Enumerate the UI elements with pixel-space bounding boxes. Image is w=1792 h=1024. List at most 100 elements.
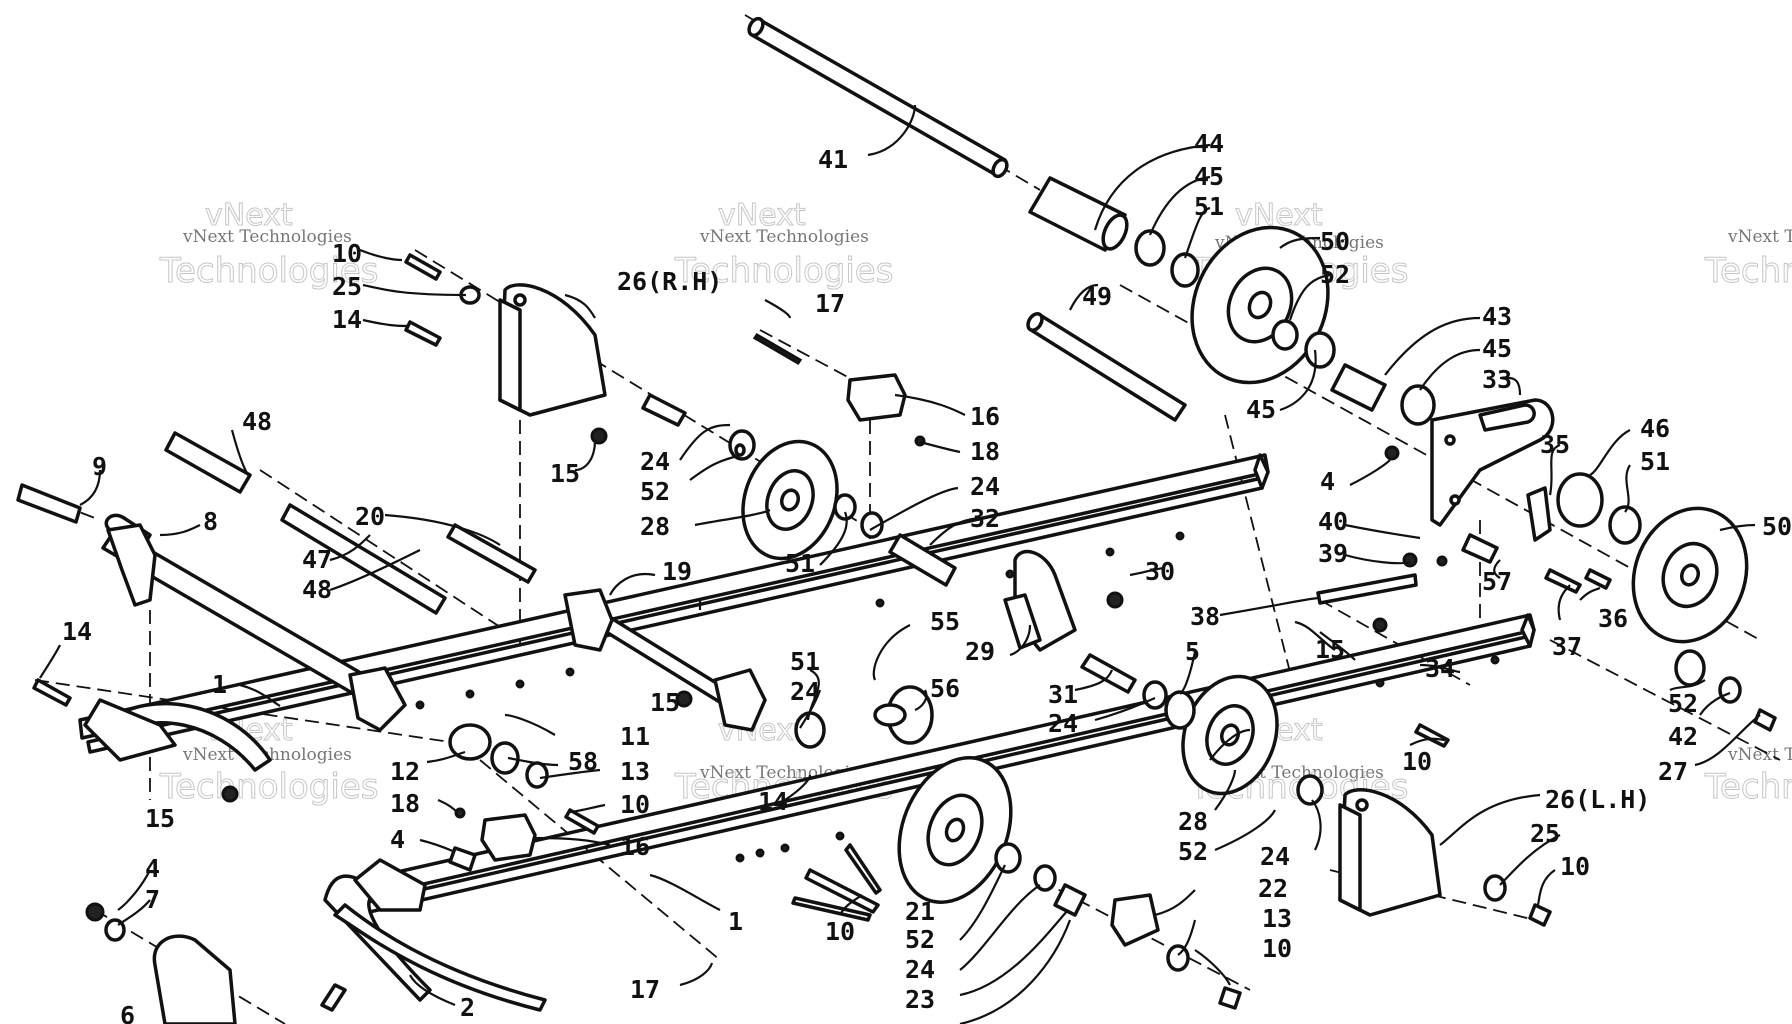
- callout-label: 37: [1552, 632, 1582, 661]
- bracket-26-rh: [498, 283, 607, 417]
- callout-label: 14: [332, 305, 362, 334]
- spacer-31: [1080, 653, 1137, 694]
- callout-label: 46: [1640, 414, 1670, 443]
- watermark-line2: Technologies: [1704, 767, 1792, 807]
- callout-label: 5: [1185, 637, 1200, 666]
- spacer-44: [1028, 176, 1129, 252]
- watermark-line1: vNext: [205, 198, 293, 233]
- callout-label: 58: [568, 747, 598, 776]
- callout-label: 50: [1762, 512, 1792, 541]
- bracket-26-lh: [1338, 788, 1442, 917]
- callout-label: 51: [790, 647, 820, 676]
- callout-label: 52: [1320, 260, 1350, 289]
- callout-label: 14: [62, 617, 92, 646]
- callout-label: 10: [1262, 934, 1292, 963]
- callout-label: 26(L.H): [1545, 785, 1650, 814]
- plate-33: [1430, 398, 1555, 527]
- callout-label: 34: [1425, 654, 1455, 683]
- watermark-line2: Technologies: [674, 251, 893, 291]
- clamp-22: [1110, 893, 1160, 947]
- callout-label: 15: [1315, 635, 1345, 664]
- callout-label: 50: [1320, 227, 1350, 256]
- callout-label: 28: [1178, 807, 1208, 836]
- callout-label: 16: [620, 832, 650, 861]
- watermark-2: vNext vNext Technologies Technologies: [674, 198, 894, 292]
- callout-label: 13: [1262, 904, 1292, 933]
- bracket-19: [563, 588, 614, 652]
- callout-label: 21: [905, 897, 935, 926]
- callout-label: 18: [390, 789, 420, 818]
- tube-48-upper: [164, 431, 252, 494]
- callout-label: 10: [1560, 852, 1590, 881]
- watermark-line1: vNext: [718, 198, 806, 233]
- clamp-block-16-lower: [480, 813, 537, 862]
- callout-label: 48: [302, 575, 332, 604]
- callout-label: 24: [970, 472, 1000, 501]
- watermark-line2: Technologies: [159, 251, 378, 291]
- callout-label: 10: [1402, 747, 1432, 776]
- callout-label: 2: [460, 993, 475, 1022]
- watermark-brand: vNext Technologies: [699, 227, 869, 247]
- axle-9: [16, 483, 82, 524]
- callout-label: 31: [1048, 680, 1078, 709]
- callout-label: 51: [785, 549, 815, 578]
- watermark-brand: vNext Technologies: [1727, 227, 1792, 247]
- axis-line: [1319, 599, 1471, 686]
- callout-label: 17: [815, 289, 845, 318]
- callout-label: 26(R.H): [617, 267, 722, 296]
- wear-strip: [333, 903, 547, 1012]
- callout-label: 36: [1598, 604, 1628, 633]
- spacer-32: [888, 533, 957, 587]
- callout-label: 47: [302, 545, 332, 574]
- bracket-29: [1003, 549, 1077, 652]
- callout-label: 55: [930, 607, 960, 636]
- callout-label: 18: [970, 437, 1000, 466]
- callout-label: 19: [662, 557, 692, 586]
- callout-label: 10: [825, 917, 855, 946]
- callout-label: 10: [620, 790, 650, 819]
- callout-label: 15: [550, 459, 580, 488]
- callout-label: 40: [1318, 507, 1348, 536]
- watermark-8: vNext Technologies Technologies: [1704, 745, 1792, 808]
- callout-label: 4: [1320, 467, 1335, 496]
- callout-label: 12: [390, 757, 420, 786]
- tube-47-48: [280, 503, 447, 615]
- callout-label: 16: [970, 402, 1000, 431]
- axis-line: [1549, 639, 1781, 761]
- callout-label: 33: [1482, 365, 1512, 394]
- watermark-1: vNext vNext Technologies Technologies: [159, 198, 379, 292]
- pivot-arm-middle: [713, 668, 767, 732]
- callout-label: 15: [650, 688, 680, 717]
- callout-label: 25: [1530, 819, 1560, 848]
- spacer-43: [1330, 363, 1387, 412]
- callout-label: 45: [1482, 334, 1512, 363]
- callout-label: 27: [1658, 757, 1688, 786]
- callout-label: 51: [1194, 192, 1224, 221]
- axis-line: [1224, 414, 1293, 681]
- callout-label: 57: [1482, 567, 1512, 596]
- rail-tip-upper: [83, 698, 177, 762]
- callout-label: 17: [630, 975, 660, 1004]
- callout-label: 35: [1540, 430, 1570, 459]
- idler-wheel-50-right: [1631, 506, 1749, 644]
- axis-line: [259, 469, 521, 641]
- spacer-23: [1053, 883, 1087, 917]
- callout-label: 8: [203, 507, 218, 536]
- callout-label: 43: [1482, 302, 1512, 331]
- callout-label: 44: [1194, 129, 1224, 158]
- leader-lines: [39, 104, 1761, 1024]
- callout-label: 11: [620, 722, 650, 751]
- callout-label: 10: [332, 239, 362, 268]
- callout-label: 23: [905, 985, 935, 1014]
- callout-label: 39: [1318, 539, 1348, 568]
- callout-label: 28: [640, 512, 670, 541]
- callout-label: 42: [1668, 722, 1698, 751]
- callout-label: 45: [1194, 162, 1224, 191]
- callout-label: 6: [120, 1001, 135, 1024]
- callout-label: 38: [1190, 602, 1220, 631]
- callout-label: 29: [965, 637, 995, 666]
- callout-label: 13: [620, 757, 650, 786]
- callout-label: 51: [1640, 447, 1670, 476]
- watermark-4: vNext Technologies Technologies: [1704, 227, 1792, 292]
- callout-label: 52: [640, 477, 670, 506]
